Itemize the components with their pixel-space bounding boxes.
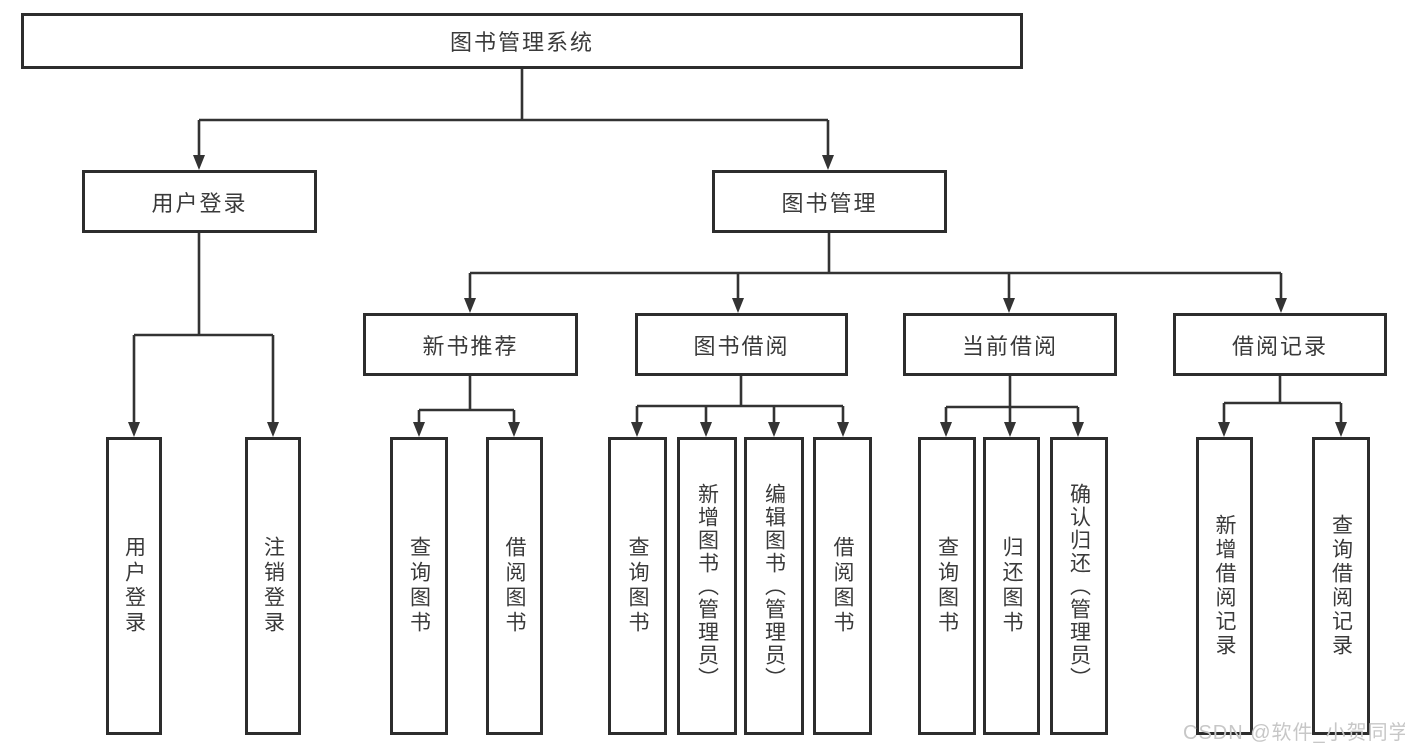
node-root-label: 图书管理系统 bbox=[449, 30, 594, 55]
leaf-edit-books-admin: 编辑图书（管理员） bbox=[744, 437, 804, 735]
leaf-logout: 注销登录 bbox=[245, 437, 301, 735]
leaf-confirm-return-admin: 确认归还（管理员） bbox=[1050, 437, 1108, 735]
node-book-borrow: 图书借阅 bbox=[635, 313, 848, 376]
leaf-recommend-query-books-label: 查询图书 bbox=[407, 536, 431, 636]
leaf-query-borrow-record: 查询借阅记录 bbox=[1312, 437, 1370, 735]
node-new-book-recommend: 新书推荐 bbox=[363, 313, 578, 376]
leaf-add-borrow-record-label: 新增借阅记录 bbox=[1213, 514, 1236, 658]
leaf-current-query-books: 查询图书 bbox=[918, 437, 976, 735]
node-borrow-records-label: 借阅记录 bbox=[1231, 333, 1328, 359]
leaf-borrow-books: 借阅图书 bbox=[813, 437, 872, 735]
leaf-recommend-borrow-books-label: 借阅图书 bbox=[503, 536, 526, 636]
leaf-user-login-label: 用户登录 bbox=[122, 536, 146, 636]
leaf-user-login: 用户登录 bbox=[106, 437, 162, 735]
node-user-login: 用户登录 bbox=[82, 170, 317, 233]
leaf-add-borrow-record: 新增借阅记录 bbox=[1196, 437, 1253, 735]
leaf-add-books-admin: 新增图书（管理员） bbox=[677, 437, 737, 735]
leaf-borrow-books-label: 借阅图书 bbox=[831, 536, 854, 636]
leaf-edit-books-admin-label: 编辑图书（管理员） bbox=[762, 482, 786, 690]
node-new-book-recommend-label: 新书推荐 bbox=[422, 333, 519, 359]
leaf-recommend-borrow-books: 借阅图书 bbox=[486, 437, 543, 735]
node-user-login-label: 用户登录 bbox=[151, 190, 248, 216]
leaf-borrow-query-books-label: 查询图书 bbox=[626, 536, 649, 636]
leaf-current-query-books-label: 查询图书 bbox=[935, 536, 959, 636]
csdn-watermark: CSDN @软件_小贺同学 bbox=[1183, 722, 1405, 744]
node-book-management-label: 图书管理 bbox=[781, 190, 878, 216]
node-root-system: 图书管理系统 bbox=[21, 13, 1023, 69]
node-current-borrow: 当前借阅 bbox=[903, 313, 1117, 376]
leaf-query-borrow-record-label: 查询借阅记录 bbox=[1329, 514, 1353, 658]
leaf-recommend-query-books: 查询图书 bbox=[390, 437, 448, 735]
node-borrow-records: 借阅记录 bbox=[1173, 313, 1387, 376]
leaf-return-books: 归还图书 bbox=[983, 437, 1040, 735]
leaf-borrow-query-books: 查询图书 bbox=[608, 437, 667, 735]
leaf-add-books-admin-label: 新增图书（管理员） bbox=[695, 482, 719, 690]
node-current-borrow-label: 当前借阅 bbox=[961, 333, 1058, 359]
node-book-borrow-label: 图书借阅 bbox=[693, 333, 790, 359]
node-book-management: 图书管理 bbox=[712, 170, 947, 233]
leaf-confirm-return-admin-label: 确认归还（管理员） bbox=[1067, 482, 1091, 690]
leaf-return-books-label: 归还图书 bbox=[1000, 536, 1023, 636]
leaf-logout-label: 注销登录 bbox=[261, 536, 285, 636]
